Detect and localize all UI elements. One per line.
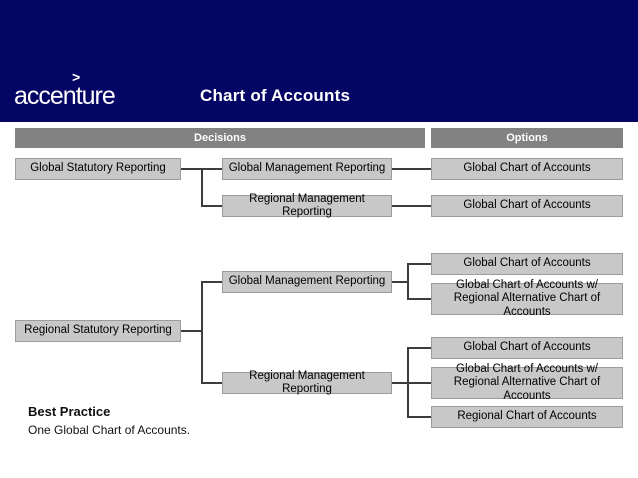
- option-box-global-coa-regional-alt-1: Global Chart of Accounts w/ Regional Alt…: [431, 279, 623, 318]
- connector-line: [202, 382, 222, 384]
- best-practice-heading: Best Practice: [28, 404, 111, 419]
- connector-line: [392, 168, 431, 170]
- accenture-logo-text: accenture: [14, 82, 116, 110]
- option-box-global-coa-4: Global Chart of Accounts: [431, 337, 623, 359]
- accenture-caret-icon: >: [72, 69, 81, 85]
- connector-line: [202, 205, 222, 207]
- decision-box-global-management-reporting-2: Global Management Reporting: [222, 271, 392, 293]
- decision-box-regional-management-reporting-2: Regional Management Reporting: [222, 370, 392, 395]
- page-title: Chart of Accounts: [200, 86, 351, 105]
- connector-line: [201, 168, 203, 207]
- option-box-regional-coa: Regional Chart of Accounts: [431, 406, 623, 428]
- connector-line: [392, 281, 408, 283]
- decision-box-global-management-reporting-1: Global Management Reporting: [222, 158, 392, 180]
- connector-line: [181, 330, 202, 332]
- connector-line: [392, 205, 431, 207]
- connector-line: [408, 416, 431, 418]
- column-header-decisions: Decisions: [15, 128, 425, 148]
- option-box-global-coa-2: Global Chart of Accounts: [431, 195, 623, 217]
- header-band: > accenture Chart of Accounts: [0, 0, 638, 122]
- column-header-options: Options: [431, 128, 623, 148]
- connector-line: [201, 281, 203, 384]
- decision-box-regional-management-reporting-1: Regional Management Reporting: [222, 193, 392, 218]
- connector-line: [408, 298, 431, 300]
- accenture-logo: > accenture: [14, 69, 134, 116]
- decision-box-regional-statutory-reporting: Regional Statutory Reporting: [15, 320, 181, 342]
- connector-line: [408, 263, 431, 265]
- option-box-global-coa-3: Global Chart of Accounts: [431, 253, 623, 275]
- connector-line: [202, 281, 222, 283]
- connector-line: [392, 382, 408, 384]
- connector-line: [408, 382, 431, 384]
- connector-line: [407, 263, 409, 300]
- decision-box-global-statutory-reporting: Global Statutory Reporting: [15, 158, 181, 180]
- option-box-global-coa-regional-alt-2: Global Chart of Accounts w/ Regional Alt…: [431, 363, 623, 402]
- best-practice-note: One Global Chart of Accounts.: [28, 423, 191, 437]
- connector-line: [408, 347, 431, 349]
- option-box-global-coa-1: Global Chart of Accounts: [431, 158, 623, 180]
